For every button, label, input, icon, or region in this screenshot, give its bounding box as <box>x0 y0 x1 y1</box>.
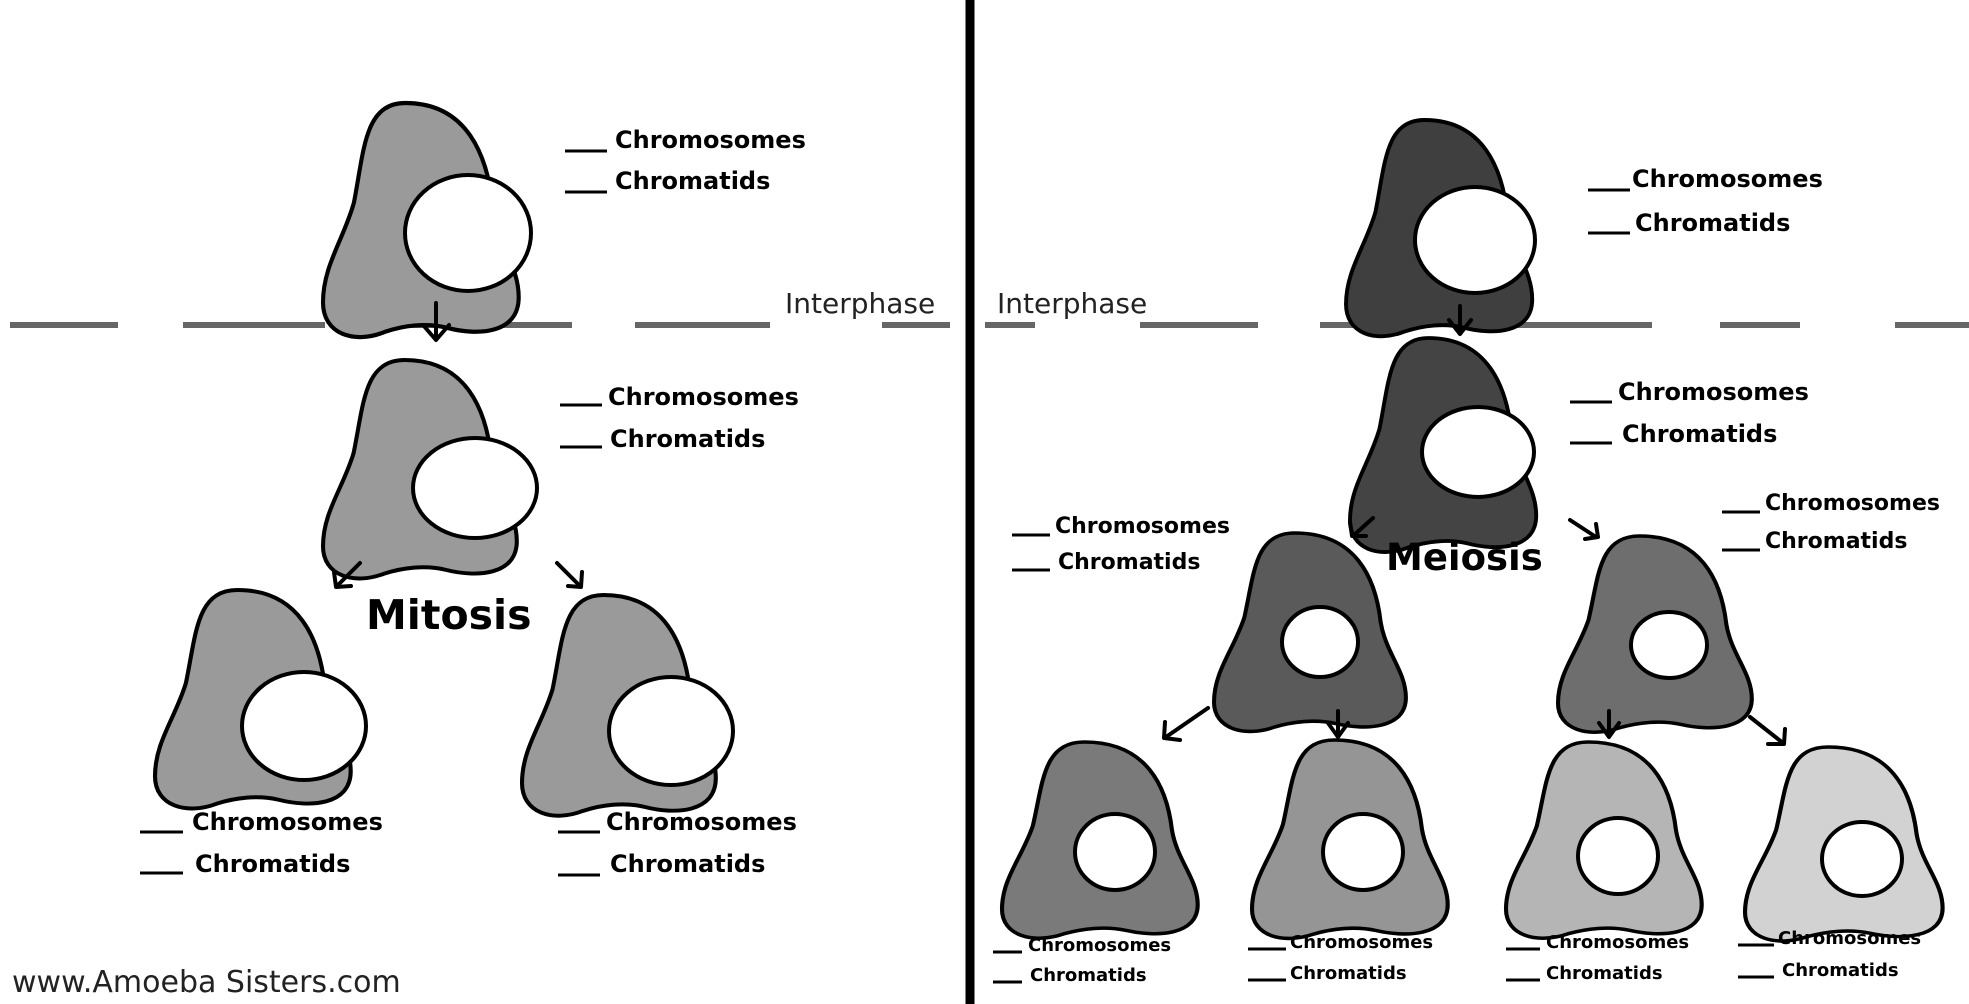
svg-text:Chromatids: Chromatids <box>1765 529 1907 554</box>
mitosis-daughter-nucleus-1 <box>242 672 366 780</box>
mitosis-daughter-labels-2: Chromosomes Chromatids <box>558 808 797 878</box>
meiosis-final-nucleus-1 <box>1075 814 1155 890</box>
svg-text:Chromatids: Chromatids <box>1058 550 1200 575</box>
svg-text:Chromosomes: Chromosomes <box>1778 928 1921 949</box>
svg-text:Chromatids: Chromatids <box>610 425 765 453</box>
mitosis-title: Mitosis <box>366 591 531 639</box>
mitosis-parent-labels: Chromosomes Chromatids <box>565 126 806 195</box>
mitosis-second-nucleus <box>413 438 537 538</box>
svg-text:Chromosomes: Chromosomes <box>1055 514 1230 539</box>
meiosis-mid-left-labels: Chromosomes Chromatids <box>1012 514 1230 575</box>
meiosis-final-labels-1: Chromosomes Chromatids <box>993 935 1171 986</box>
meiosis-title: Meiosis <box>1386 536 1543 579</box>
meiosis-final-nucleus-4 <box>1822 822 1902 896</box>
svg-text:Chromosomes: Chromosomes <box>1028 935 1171 956</box>
meiosis-second-labels: Chromosomes Chromatids <box>1570 378 1809 448</box>
svg-text:Chromatids: Chromatids <box>610 850 765 878</box>
meiosis-second-nucleus <box>1422 407 1534 497</box>
svg-text:Chromosomes: Chromosomes <box>1618 378 1809 406</box>
svg-text:Chromatids: Chromatids <box>1622 420 1777 448</box>
svg-text:Chromosomes: Chromosomes <box>192 808 383 836</box>
svg-text:Chromatids: Chromatids <box>1546 963 1663 984</box>
svg-text:Chromosomes: Chromosomes <box>1290 932 1433 953</box>
svg-text:Chromosomes: Chromosomes <box>1632 165 1823 193</box>
svg-text:Chromosomes: Chromosomes <box>615 126 806 154</box>
svg-text:Chromosomes: Chromosomes <box>1546 932 1689 953</box>
meiosis-final-nucleus-3 <box>1578 818 1658 894</box>
mitosis-daughter-labels-1: Chromosomes Chromatids <box>140 808 383 878</box>
meiosis-final-labels-3: Chromosomes Chromatids <box>1506 932 1689 984</box>
footer-url: www.Amoeba Sisters.com <box>12 965 401 1000</box>
mitosis-daughter-nucleus-2 <box>609 677 733 785</box>
svg-text:Chromatids: Chromatids <box>615 167 770 195</box>
interphase-label-right: Interphase <box>997 287 1147 320</box>
svg-text:Chromosomes: Chromosomes <box>608 383 799 411</box>
meiosis-final-nucleus-2 <box>1323 814 1403 890</box>
meiosis-mid-nucleus-right <box>1631 612 1707 678</box>
svg-text:Chromosomes: Chromosomes <box>1765 491 1940 516</box>
svg-text:Chromatids: Chromatids <box>1030 965 1147 986</box>
meiosis-mid-right-labels: Chromosomes Chromatids <box>1722 491 1940 554</box>
meiosis-parent-nucleus <box>1415 187 1535 293</box>
mitosis-parent-nucleus <box>405 175 531 291</box>
meiosis-parent-labels: Chromosomes Chromatids <box>1588 165 1823 237</box>
svg-text:Chromatids: Chromatids <box>1782 960 1899 981</box>
svg-text:Chromatids: Chromatids <box>1635 209 1790 237</box>
mitosis-second-labels: Chromosomes Chromatids <box>560 383 799 453</box>
meiosis-final-labels-2: Chromosomes Chromatids <box>1248 932 1433 984</box>
meiosis-mid-nucleus-left <box>1282 607 1358 677</box>
svg-text:Chromatids: Chromatids <box>195 850 350 878</box>
svg-text:Chromosomes: Chromosomes <box>606 808 797 836</box>
svg-text:Chromatids: Chromatids <box>1290 963 1407 984</box>
interphase-label-left: Interphase <box>785 287 935 320</box>
